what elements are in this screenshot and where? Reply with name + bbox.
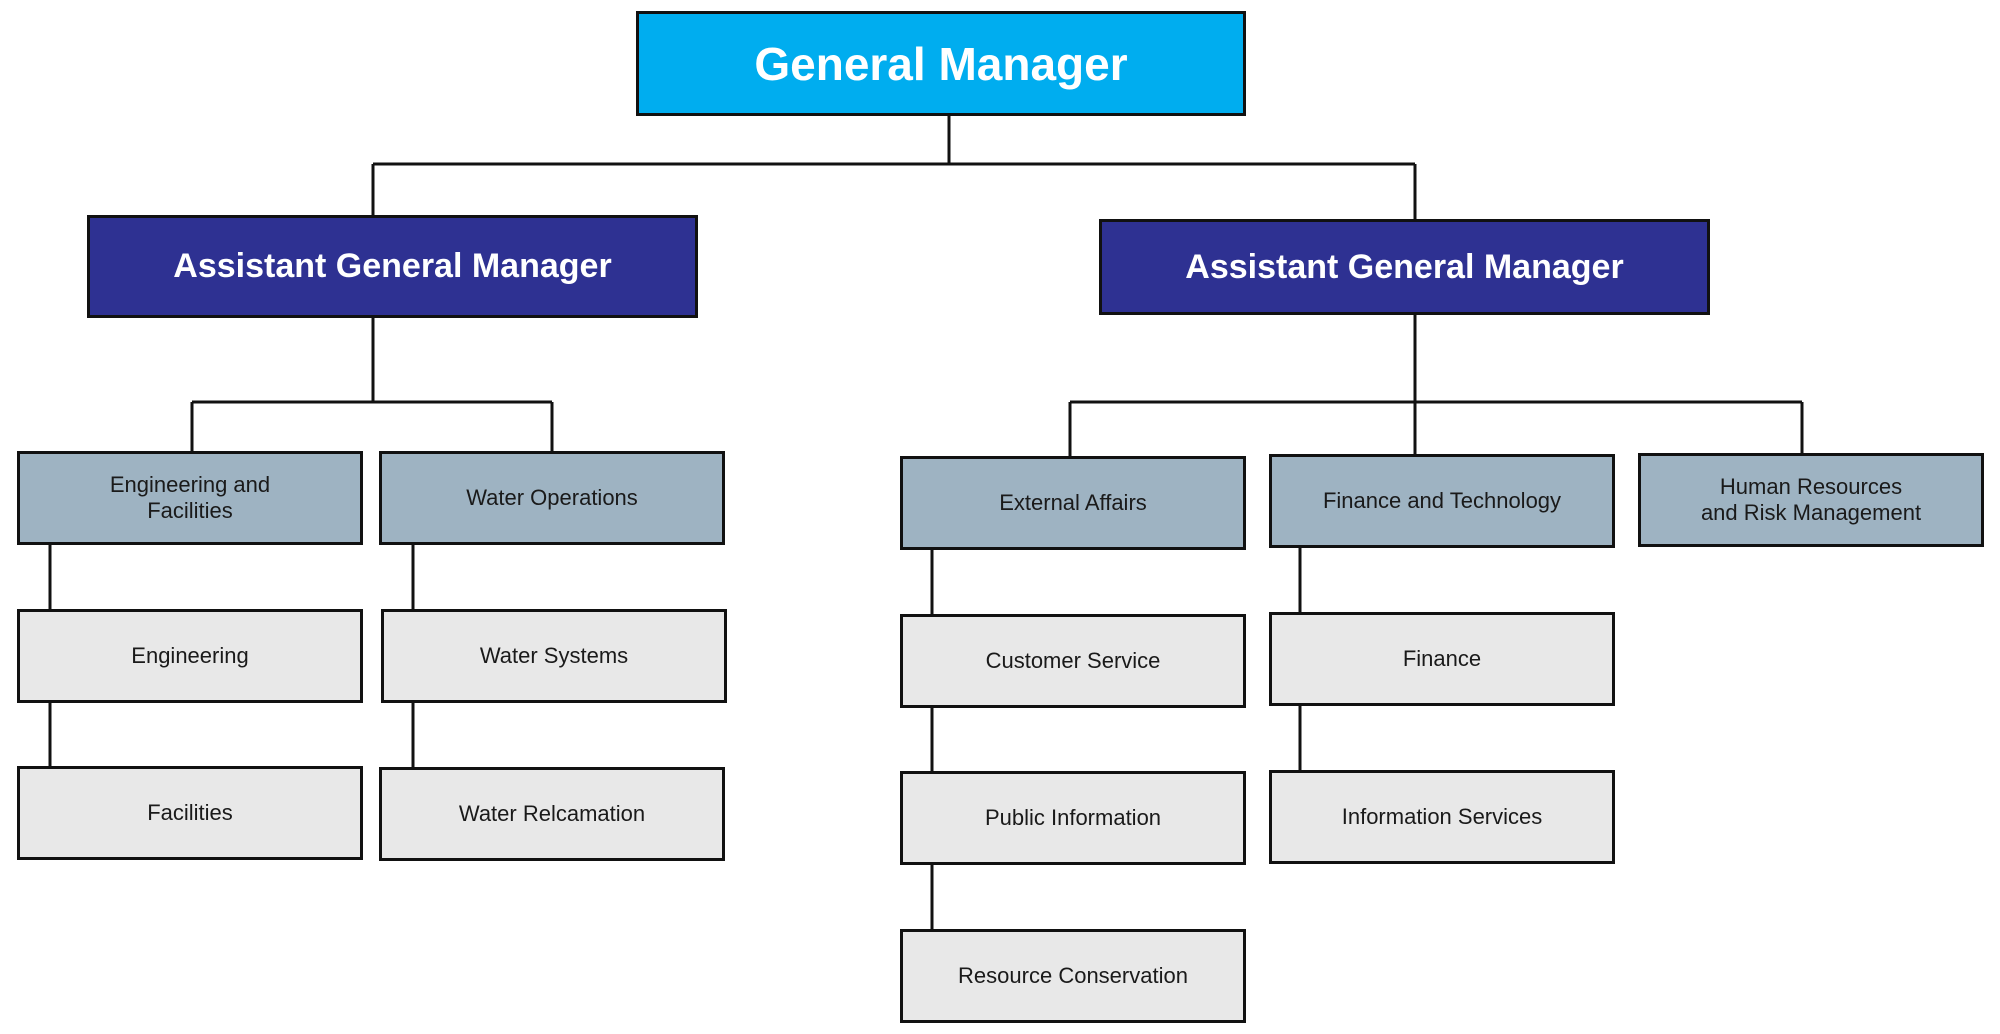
- unit-resource-conservation: Resource Conservation: [900, 929, 1246, 1023]
- agm-right-box: Assistant General Manager: [1099, 219, 1710, 315]
- unit-water-reclamation-label: Water Relcamation: [458, 800, 646, 826]
- unit-facilities: Facilities: [17, 766, 363, 860]
- dept-finance-technology: Finance and Technology: [1269, 454, 1615, 548]
- unit-finance: Finance: [1269, 612, 1615, 706]
- general-manager-box: General Manager: [636, 11, 1246, 116]
- unit-finance-label: Finance: [1402, 645, 1482, 671]
- dept-hr-risk-label: Human Resources and Risk Management: [1700, 473, 1922, 525]
- unit-water-systems: Water Systems: [381, 609, 727, 703]
- general-manager-label: General Manager: [754, 37, 1128, 90]
- unit-customer-service: Customer Service: [900, 614, 1246, 708]
- unit-customer-service-label: Customer Service: [985, 647, 1161, 673]
- dept-engineering-facilities: Engineering and Facilities: [17, 451, 363, 545]
- dept-water-operations: Water Operations: [379, 451, 725, 545]
- unit-public-information: Public Information: [900, 771, 1246, 865]
- unit-facilities-label: Facilities: [147, 799, 233, 825]
- dept-engineering-facilities-label: Engineering and Facilities: [109, 471, 271, 523]
- dept-finance-technology-label: Finance and Technology: [1322, 487, 1562, 513]
- agm-left-label: Assistant General Manager: [173, 247, 612, 285]
- unit-engineering: Engineering: [17, 609, 363, 703]
- agm-left-box: Assistant General Manager: [87, 215, 698, 318]
- unit-engineering-label: Engineering: [131, 642, 249, 668]
- unit-water-systems-label: Water Systems: [479, 642, 629, 668]
- dept-water-operations-label: Water Operations: [466, 484, 638, 510]
- unit-information-services-label: Information Services: [1341, 803, 1543, 829]
- dept-external-affairs-label: External Affairs: [999, 489, 1147, 515]
- unit-water-reclamation: Water Relcamation: [379, 767, 725, 861]
- unit-public-information-label: Public Information: [984, 804, 1162, 830]
- agm-right-label: Assistant General Manager: [1185, 247, 1624, 286]
- unit-information-services: Information Services: [1269, 770, 1615, 864]
- dept-hr-risk: Human Resources and Risk Management: [1638, 453, 1984, 547]
- dept-external-affairs: External Affairs: [900, 456, 1246, 550]
- unit-resource-conservation-label: Resource Conservation: [958, 962, 1188, 988]
